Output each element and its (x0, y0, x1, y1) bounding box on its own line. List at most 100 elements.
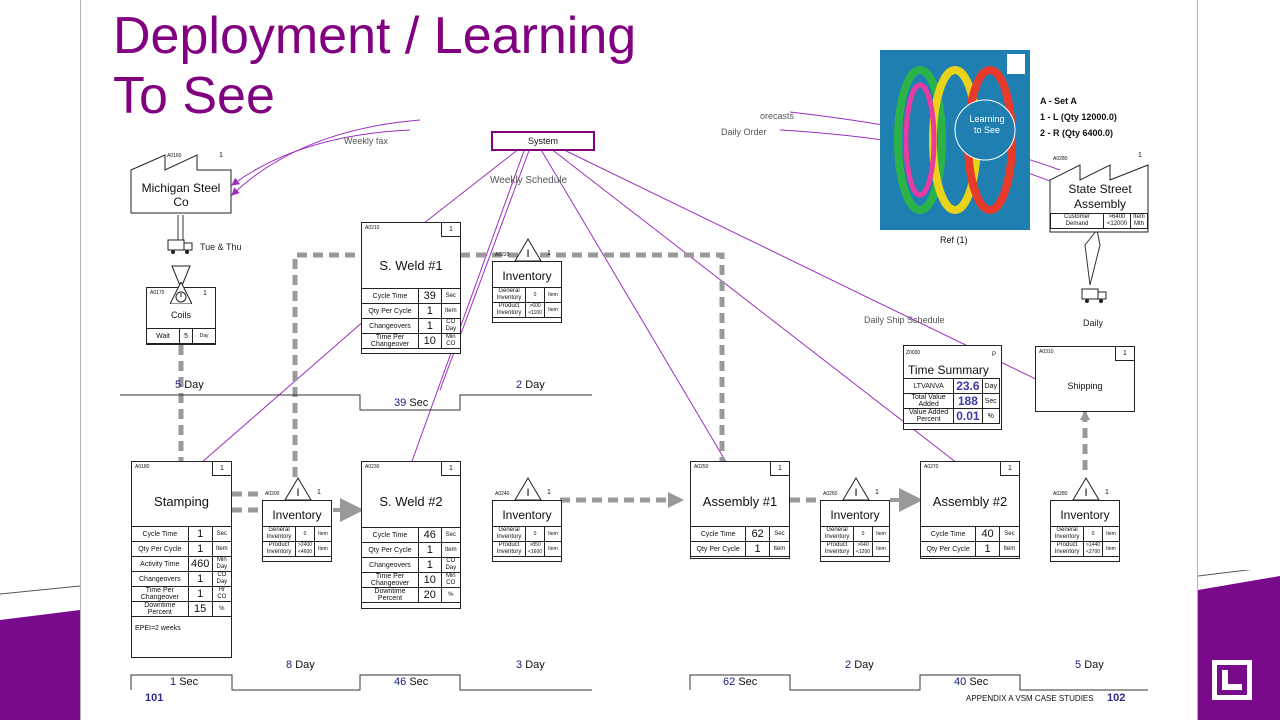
shipping-name: Shipping (1067, 381, 1103, 391)
timeline-num: 39 (394, 397, 407, 409)
timeline-unit: Day (854, 659, 874, 671)
row-unit: Sec (998, 526, 1021, 542)
inventory-num: 1 (317, 489, 321, 496)
book-cover-image: Learning to See (880, 50, 1030, 230)
row-unit: Min Day (211, 556, 233, 572)
row-label: Qty Per Cycle (919, 541, 977, 557)
row-label: LTVANVA (902, 378, 955, 394)
row-value: 15 (187, 601, 213, 617)
stamping-num: 1 (212, 462, 231, 476)
row-unit: Sec (440, 288, 462, 304)
product-inventory-val: >1440 <2700 (1083, 541, 1103, 557)
row-label: Time Per Changeover (361, 572, 419, 588)
timeline-unit: Day (525, 659, 545, 671)
book-notes: A - Set A 1 - L (Qty 12000.0) 2 - R (Qty… (1040, 93, 1117, 141)
row-value: 1 (187, 571, 213, 587)
supplier-num: 1 (219, 152, 223, 159)
left-decoration (0, 585, 80, 720)
inventory-code: A0260 (823, 491, 838, 497)
timeline-num: 2 (845, 659, 852, 671)
inventory-code: A0240 (495, 491, 510, 497)
coils-wait-unit: Day (192, 328, 216, 344)
inventory-num: 1 (875, 489, 879, 496)
inventory-unit: Item (544, 302, 562, 318)
general-inventory-label: General Inventory (492, 287, 526, 303)
product-inventory-val: >2400 <4600 (295, 541, 315, 557)
note-3: 2 - R (Qty 6400.0) (1040, 128, 1114, 138)
inventory-code: A0280 (1053, 491, 1068, 497)
process-shipping: A0310 1 Shipping (1035, 346, 1135, 412)
row-value: 62 (745, 526, 770, 542)
row-value: 39 (417, 288, 442, 304)
timeline-num: 1 (170, 676, 177, 688)
coils-wait-table: Wait 5 Day (146, 328, 216, 344)
weld2-num: 1 (441, 462, 460, 476)
weekly-fax-label: Weekly fax (344, 136, 388, 146)
supplier-name-line-2: Co (173, 195, 189, 209)
row-value: 460 (187, 556, 213, 572)
row-unit: Sec (440, 527, 462, 543)
row-value: 1 (975, 541, 1000, 557)
row-value: 0.01 (953, 408, 983, 424)
supplier-name-line-1: Michigan Steel (141, 181, 221, 195)
tue-thu-label: Tue & Thu (200, 242, 242, 252)
general-inventory-label: General Inventory (492, 526, 526, 542)
row-unit: Item (440, 542, 462, 558)
row-value: 23.6 (953, 378, 983, 394)
inventory-name: Inventory (1060, 508, 1110, 522)
asm2-num: 1 (1000, 462, 1019, 476)
customer-demand-unit-1: Item (1133, 214, 1145, 220)
row-value: 188 (953, 393, 983, 409)
row-unit: Hr CO (211, 586, 233, 602)
row-unit: Sec (981, 393, 1001, 409)
row-value: 1 (745, 541, 770, 557)
timeline-num: 62 (723, 676, 736, 688)
general-inventory-val: 0 (1083, 526, 1103, 542)
timeline-num: 5 (175, 379, 182, 391)
customer-num: 1 (1138, 152, 1142, 159)
timeline-num: 2 (516, 379, 523, 391)
row-unit: Min CO (440, 572, 462, 588)
row-unit: % (981, 408, 1001, 424)
row-label: Activity Time (131, 556, 189, 572)
weekly-schedule-label: Weekly Schedule (490, 175, 568, 186)
row-label: Total Value Added (902, 393, 955, 409)
row-label: Changeovers (361, 318, 419, 334)
forecasts-label: orecasts (760, 111, 795, 121)
time-summary-flag: P (992, 352, 997, 358)
stamping-name: Stamping (154, 494, 209, 509)
inventory-triangle-icon: I (1072, 477, 1100, 501)
general-inventory-val: 0 (525, 287, 545, 303)
row-label: Value Added Percent (902, 408, 955, 424)
inventory-name: Inventory (502, 508, 552, 522)
inventory-unit: Item (544, 541, 562, 557)
clock-icon (170, 282, 192, 304)
slide-title: Deployment / Learning To See (113, 6, 636, 126)
row-label: Cycle Time (361, 288, 419, 304)
weld1-code: A0210 (365, 225, 380, 231)
timeline-num: 46 (394, 676, 407, 688)
timeline-num: 3 (516, 659, 523, 671)
stamping-code: A0180 (135, 464, 150, 470)
row-label: Time Per Changeover (361, 333, 419, 349)
